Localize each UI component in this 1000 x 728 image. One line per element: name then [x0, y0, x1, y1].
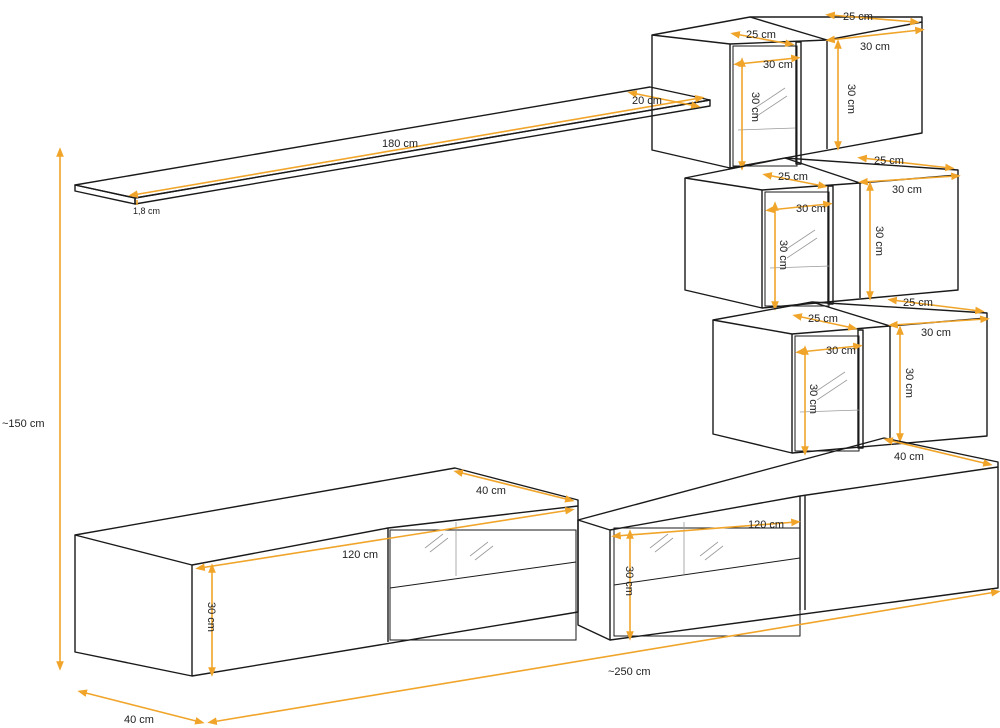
- base-depth-dimension: [77, 689, 205, 725]
- total-width-dimension: [207, 588, 1000, 726]
- middle-glass-width-label: 30 cm: [796, 203, 826, 215]
- total-height-label: ~150 cm: [2, 418, 45, 430]
- floor-unit-left: 40 cm 120 cm 30 cm: [74, 467, 579, 677]
- right-unit-height-label: 30 cm: [623, 566, 635, 596]
- left-unit-depth-label: 40 cm: [476, 485, 506, 497]
- floor-unit-right: 40 cm 120 cm 30 cm: [577, 437, 999, 641]
- left-unit-height-label: 30 cm: [205, 602, 217, 632]
- top-glass-width-label: 30 cm: [763, 59, 793, 71]
- shelf-depth-label: 20 cm: [632, 95, 662, 107]
- top-right-width-label: 30 cm: [860, 41, 890, 53]
- shelf-thickness-label: 1,8 cm: [133, 206, 160, 216]
- shelf-length-label: 180 cm: [382, 138, 418, 150]
- total-width-label: ~250 cm: [608, 666, 651, 678]
- middle-left-depth-label: 25 cm: [778, 171, 808, 183]
- bottom-glass-width-label: 30 cm: [826, 345, 856, 357]
- bottom-glass-height-label: 30 cm: [807, 384, 819, 414]
- wall-cabinet-top: 25 cm 30 cm 30 cm 25 cm 30 cm 30 cm: [651, 11, 925, 171]
- shelf-length-dimension: [128, 95, 705, 198]
- top-left-depth-label: 25 cm: [746, 29, 776, 41]
- base-depth-label: 40 cm: [124, 714, 154, 726]
- bottom-right-height-label: 30 cm: [903, 368, 915, 398]
- middle-glass-height-label: 30 cm: [777, 240, 789, 270]
- middle-right-width-label: 30 cm: [892, 184, 922, 196]
- left-unit-width-label: 120 cm: [342, 549, 378, 561]
- bottom-right-depth-label: 25 cm: [903, 297, 933, 309]
- shelf-depth-dimension: [627, 90, 701, 109]
- overall-dimensions: ~150 cm ~250 cm 40 cm: [2, 147, 1000, 726]
- bottom-left-depth-label: 25 cm: [808, 313, 838, 325]
- wall-cabinet-bottom: 25 cm 30 cm 30 cm 25 cm 30 cm 30 cm: [712, 296, 990, 456]
- right-unit-depth-label: 40 cm: [894, 451, 924, 463]
- wall-shelf: 180 cm 20 cm 1,8 cm: [74, 86, 711, 216]
- middle-right-depth-label: 25 cm: [874, 155, 904, 167]
- wall-cabinet-middle: 25 cm 30 cm 30 cm 25 cm 30 cm 30 cm: [684, 154, 961, 311]
- top-glass-height-label: 30 cm: [749, 92, 761, 122]
- middle-right-height-label: 30 cm: [873, 226, 885, 256]
- top-right-depth-label: 25 cm: [843, 11, 873, 23]
- right-unit-width-label: 120 cm: [748, 519, 784, 531]
- top-right-height-label: 30 cm: [845, 84, 857, 114]
- bottom-right-width-label: 30 cm: [921, 327, 951, 339]
